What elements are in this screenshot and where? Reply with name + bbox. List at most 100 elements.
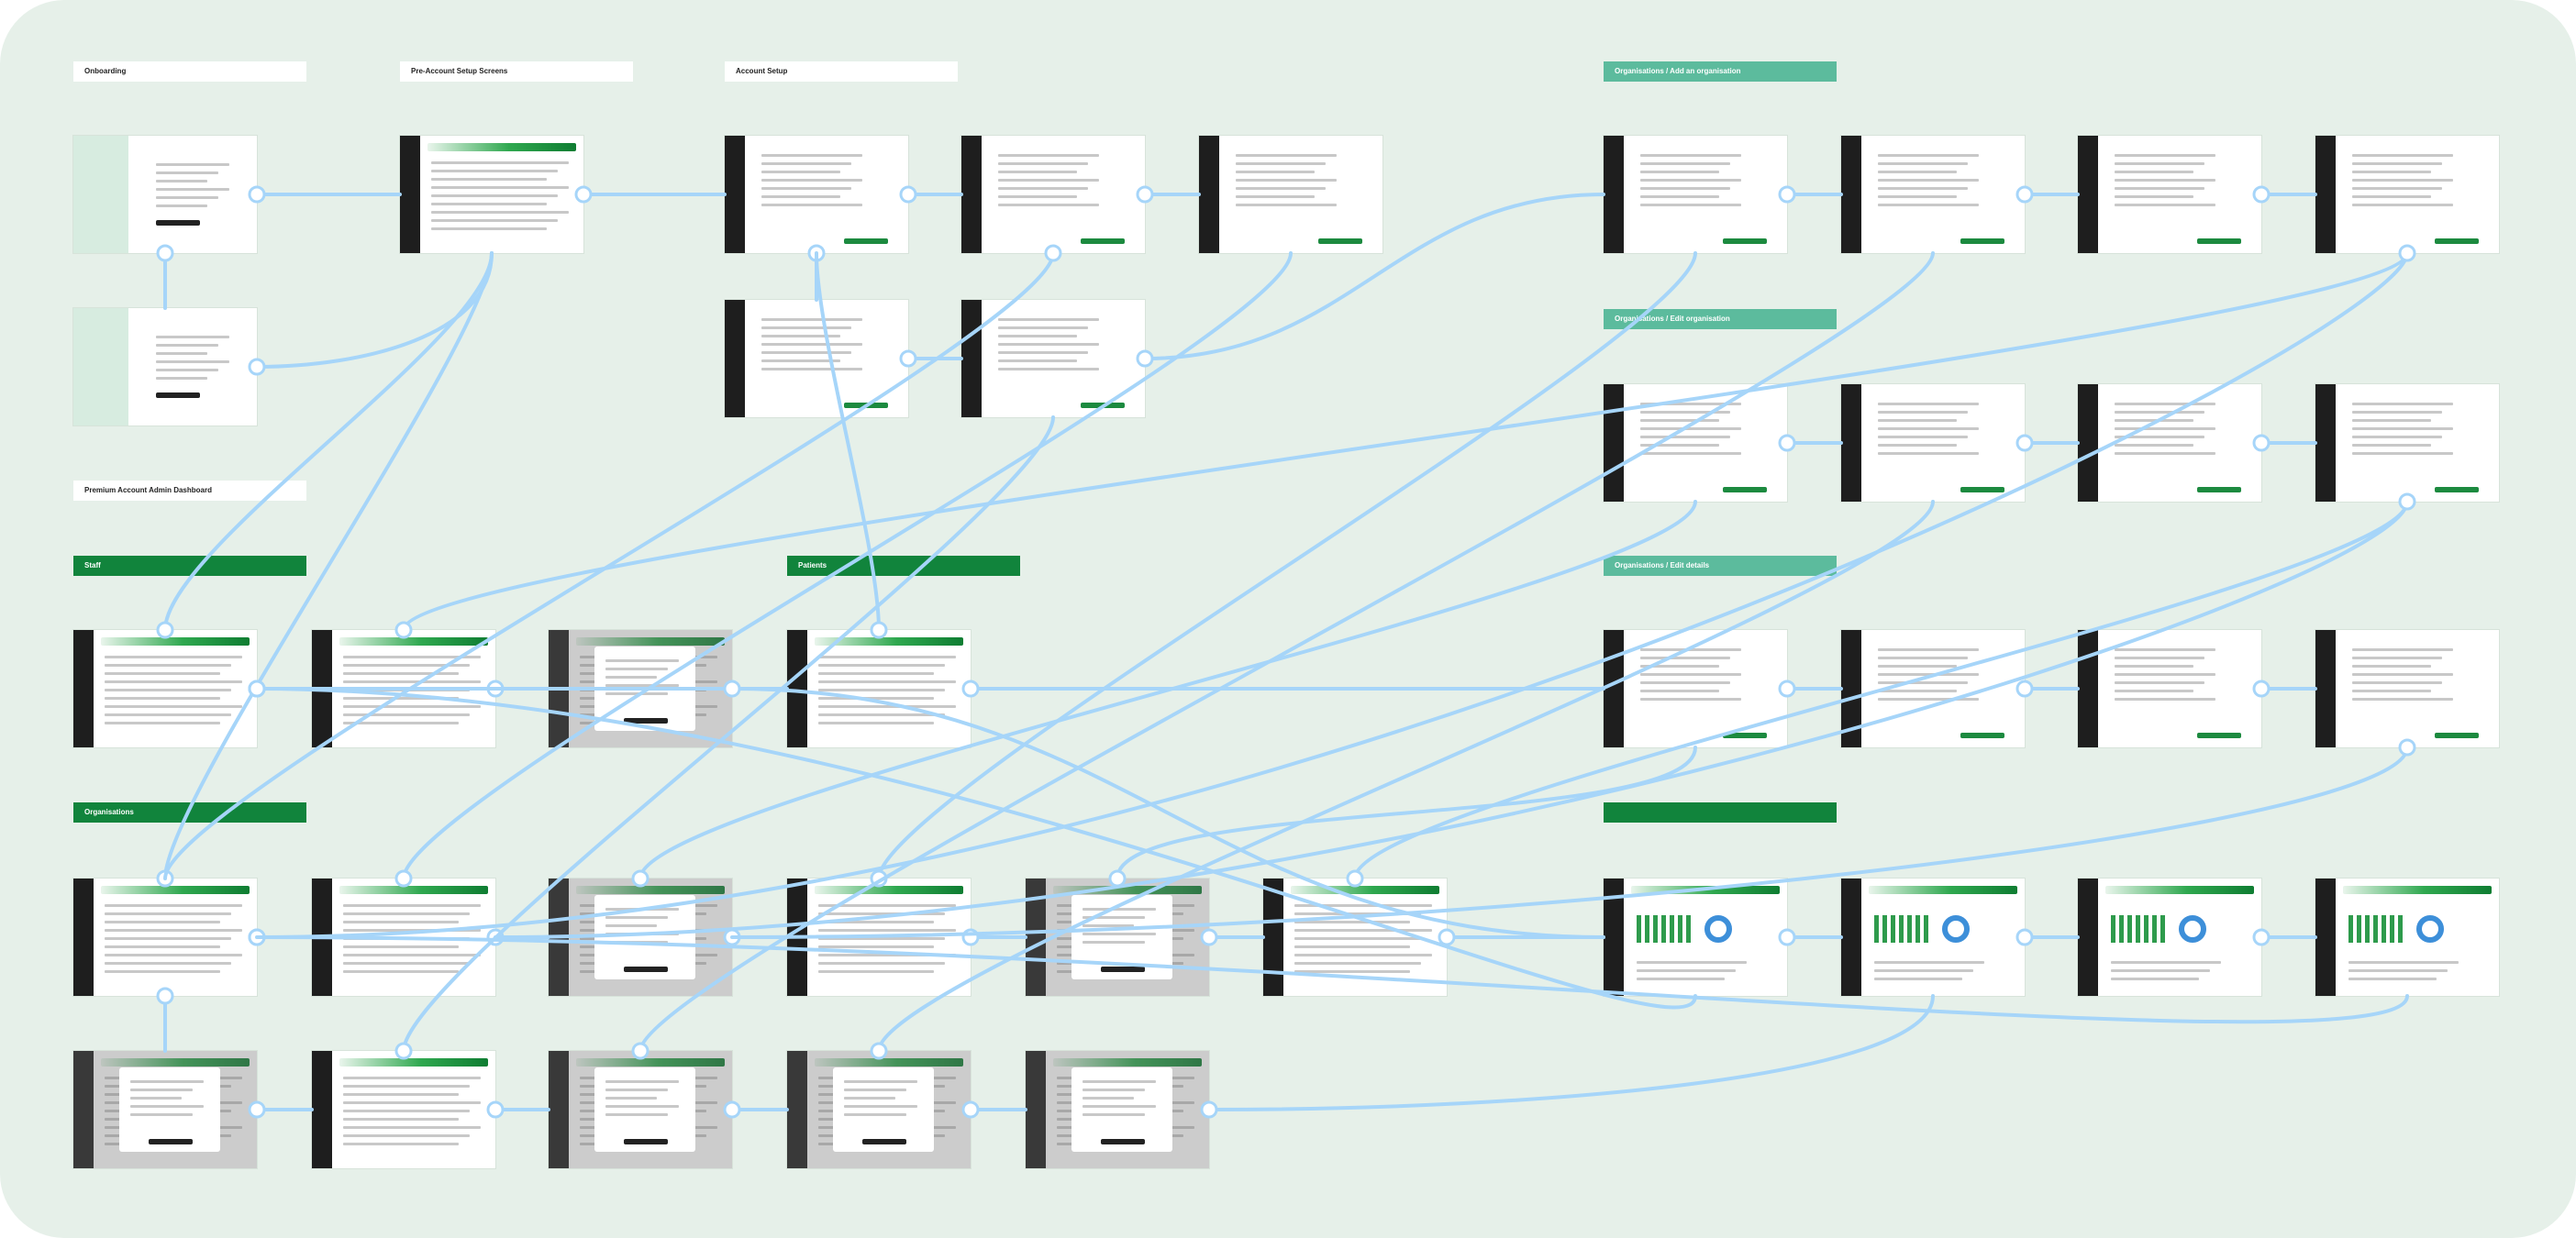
connector-node[interactable]: [1044, 244, 1062, 262]
add-organisation-step-4[interactable]: [2315, 136, 2499, 253]
organisations-list-screen[interactable]: [73, 879, 257, 996]
connector-node[interactable]: [2015, 185, 2034, 204]
connector-node[interactable]: [2015, 928, 2034, 946]
connector-node[interactable]: [961, 1100, 980, 1119]
edit-organisation-step-2[interactable]: [1841, 384, 2025, 502]
dashboard-reports-screen[interactable]: [2078, 879, 2261, 996]
connector-node[interactable]: [631, 869, 650, 888]
prototype-connector: [494, 500, 2409, 939]
prototype-connector: [255, 687, 1697, 1010]
connector-node[interactable]: [1778, 680, 1796, 698]
section-label: Organisations: [73, 802, 306, 823]
connector-node[interactable]: [1346, 869, 1364, 888]
onboarding-welcome-screen[interactable]: [73, 136, 257, 253]
prototype-connector: [163, 251, 494, 632]
patients-list-screen[interactable]: [787, 630, 971, 747]
staff-list-screen[interactable]: [73, 630, 257, 747]
prototype-connector: [255, 935, 2409, 1024]
connector-node[interactable]: [2398, 738, 2416, 757]
edit-organisation-step-3[interactable]: [2078, 384, 2261, 502]
prototype-connector: [163, 251, 494, 880]
pre-account-screen[interactable]: [400, 136, 583, 253]
section-label: Account Setup: [725, 61, 958, 82]
connector-node[interactable]: [899, 185, 917, 204]
edit-organisation-step-1[interactable]: [1604, 384, 1787, 502]
prototype-connector: [163, 251, 1055, 880]
connector-node[interactable]: [2015, 434, 2034, 452]
prototype-connector: [730, 687, 1605, 939]
connector-node[interactable]: [631, 1042, 650, 1060]
connector-node[interactable]: [248, 1100, 266, 1119]
connector-node[interactable]: [1136, 349, 1154, 368]
section-label: Onboarding: [73, 61, 306, 82]
connector-node[interactable]: [394, 1042, 413, 1060]
connector-node[interactable]: [1136, 185, 1154, 204]
connector-node[interactable]: [574, 185, 593, 204]
connector-node[interactable]: [2252, 434, 2271, 452]
section-label: Patients: [787, 556, 1020, 576]
connector-node[interactable]: [156, 621, 174, 639]
organisations-modal-screen-2[interactable]: [1026, 879, 1209, 996]
section-label: Staff: [73, 556, 306, 576]
connector-node[interactable]: [2252, 185, 2271, 204]
connector-node[interactable]: [248, 680, 266, 698]
connector-node[interactable]: [723, 680, 741, 698]
connector-node[interactable]: [2252, 928, 2271, 946]
connector-node[interactable]: [870, 1042, 888, 1060]
connector-node[interactable]: [1200, 1100, 1218, 1119]
prototype-connector: [402, 251, 2409, 632]
organisations-form-screen-2[interactable]: [312, 1051, 495, 1168]
connector-node[interactable]: [486, 1100, 505, 1119]
connector-node[interactable]: [899, 349, 917, 368]
connector-node[interactable]: [1438, 928, 1456, 946]
edit-details-step-4[interactable]: [2315, 630, 2499, 747]
account-setup-step-2[interactable]: [961, 136, 1145, 253]
prototype-connector: [1143, 193, 1605, 360]
connector-node[interactable]: [961, 680, 980, 698]
connector-node[interactable]: [156, 987, 174, 1005]
dashboard-analytics-screen[interactable]: [1841, 879, 2025, 996]
connector-node[interactable]: [2398, 492, 2416, 511]
dashboard-charts-screen[interactable]: [2315, 879, 2499, 996]
section-label: [1604, 802, 1837, 823]
connector-node[interactable]: [1778, 185, 1796, 204]
connector-node[interactable]: [394, 869, 413, 888]
connector-node[interactable]: [2252, 680, 2271, 698]
section-label: Organisations / Edit details: [1604, 556, 1837, 576]
connector-node[interactable]: [156, 244, 174, 262]
connector-node[interactable]: [248, 185, 266, 204]
connector-node[interactable]: [248, 358, 266, 376]
prototype-connector: [255, 251, 2409, 939]
add-organisation-step-2[interactable]: [1841, 136, 2025, 253]
connector-node[interactable]: [2398, 244, 2416, 262]
prototype-connector: [815, 251, 881, 632]
section-label: Pre-Account Setup Screens: [400, 61, 633, 82]
prototype-connector: [402, 415, 1055, 1053]
prototype-connector: [402, 251, 1293, 880]
connector-node[interactable]: [2015, 680, 2034, 698]
account-setup-step-3[interactable]: [1199, 136, 1382, 253]
onboarding-login-screen[interactable]: [73, 308, 257, 426]
organisations-modal-screen-5[interactable]: [787, 1051, 971, 1168]
prototype-connector: [1116, 746, 1697, 880]
connector-node[interactable]: [1778, 928, 1796, 946]
section-label: Organisations / Add an organisation: [1604, 61, 1837, 82]
organisations-modal-screen-3[interactable]: [73, 1051, 257, 1168]
add-organisation-step-3[interactable]: [2078, 136, 2261, 253]
account-setup-step-1[interactable]: [725, 136, 908, 253]
connector-node[interactable]: [1108, 869, 1127, 888]
connector-node[interactable]: [394, 621, 413, 639]
prototype-connector: [255, 251, 494, 369]
edit-organisation-step-4[interactable]: [2315, 384, 2499, 502]
connector-node[interactable]: [1200, 928, 1218, 946]
add-organisation-step-1[interactable]: [1604, 136, 1787, 253]
connector-node[interactable]: [723, 1100, 741, 1119]
connector-node[interactable]: [1778, 434, 1796, 452]
organisations-modal-screen-4[interactable]: [549, 1051, 732, 1168]
organisations-modal-screen-6[interactable]: [1026, 1051, 1209, 1168]
connector-node[interactable]: [870, 621, 888, 639]
organisations-modal-screen-1[interactable]: [549, 879, 732, 996]
prototype-connector: [638, 251, 1935, 1053]
